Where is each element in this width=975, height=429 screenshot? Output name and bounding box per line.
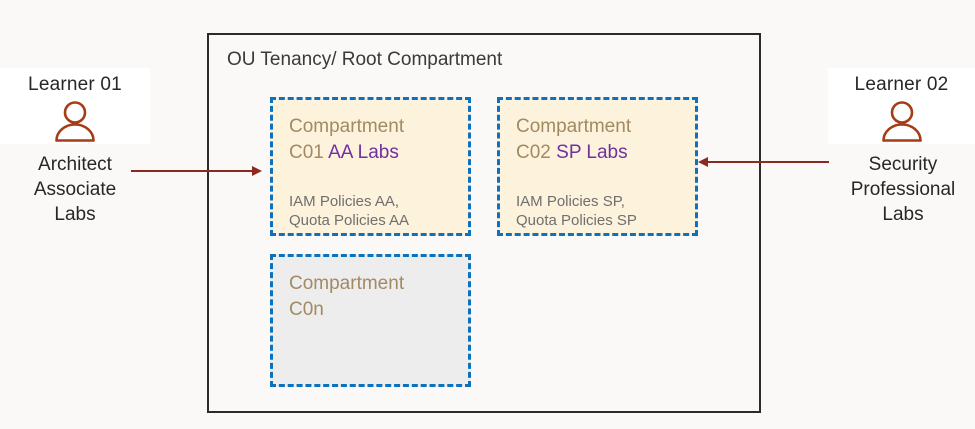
person-icon (881, 101, 922, 142)
learner-02-group: Learner 02 Security Professional Labs (828, 68, 975, 227)
compartment-c0n-heading: Compartment C0n (289, 271, 468, 323)
tenancy-title: OU Tenancy/ Root Compartment (227, 49, 503, 70)
learner-01-card: Learner 01 (0, 68, 150, 144)
compartment-c02-policy-line-2: Quota Policies SP (516, 212, 637, 229)
learner-02-subtitle-line-3: Labs (882, 204, 924, 225)
learner-01-subtitle-line-2: Associate (33, 179, 117, 200)
compartment-c01[interactable]: Compartment C01 AA Labs IAM Policies AA,… (270, 97, 471, 236)
tenancy-container: OU Tenancy/ Root Compartment Compartment… (207, 33, 761, 413)
compartment-c02-heading: Compartment C02 SP Labs (516, 114, 695, 166)
compartment-c02-policy-line-1: IAM Policies SP, (516, 193, 625, 210)
compartment-c01-policy-line-1: IAM Policies AA, (289, 193, 400, 210)
compartment-c01-policies: IAM Policies AA, Quota Policies AA (289, 192, 468, 230)
learner-01-group: Learner 01 Architect Associate Labs (0, 68, 150, 227)
learner-01-title: Learner 01 (28, 74, 122, 95)
learner-02-subtitle-line-1: Security (868, 154, 938, 175)
learner-01-subtitle-line-1: Architect (38, 154, 112, 175)
compartment-c02-name: Compartment (516, 116, 632, 137)
arrow-right-to-c02 (698, 157, 829, 167)
compartment-c02-accent-label: SP Labs (556, 142, 628, 163)
arrow-left-to-c01 (131, 166, 262, 176)
learner-02-card: Learner 02 (828, 68, 975, 144)
learner-01-subtitle-line-3: Labs (54, 204, 96, 225)
compartment-c01-policy-line-2: Quota Policies AA (289, 212, 410, 229)
compartment-c02-code: C02 (516, 142, 551, 163)
compartment-c02-policies: IAM Policies SP, Quota Policies SP (516, 192, 695, 230)
learner-02-subtitle: Security Professional Labs (828, 152, 975, 227)
compartment-c01-code: C01 (289, 142, 324, 163)
compartment-c01-heading: Compartment C01 AA Labs (289, 114, 468, 166)
compartment-c0n[interactable]: Compartment C0n (270, 254, 471, 387)
learner-02-title: Learner 02 (854, 74, 949, 95)
compartment-c02[interactable]: Compartment C02 SP Labs IAM Policies SP,… (497, 97, 698, 236)
person-icon (55, 101, 95, 142)
compartment-c01-name: Compartment (289, 116, 405, 137)
learner-02-subtitle-line-2: Professional (850, 179, 956, 200)
compartment-c01-accent-label: AA Labs (328, 142, 399, 163)
compartment-c0n-name: Compartment (289, 273, 405, 294)
learner-01-subtitle: Architect Associate Labs (0, 152, 150, 227)
compartment-c0n-code: C0n (289, 299, 324, 320)
